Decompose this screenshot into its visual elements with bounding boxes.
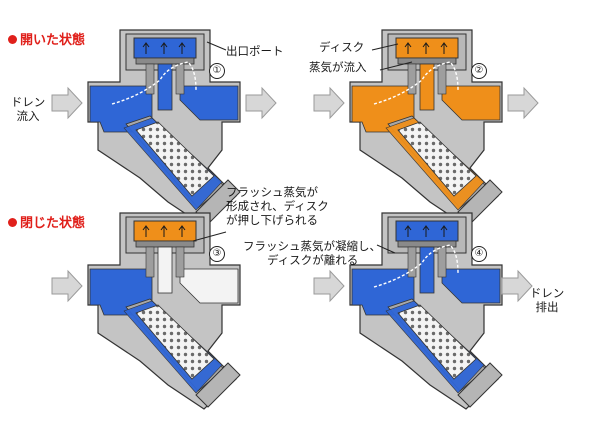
steam-inflow-leader: [379, 61, 413, 71]
strainer-screen: [397, 304, 477, 380]
outflow-arrow-4: [501, 269, 533, 303]
inflow-arrow-1: [51, 86, 83, 120]
panel-number-2: ②: [471, 63, 487, 79]
state-title-closed: 閉じた状態: [8, 212, 85, 231]
strainer-screen: [135, 304, 215, 380]
disc: [135, 240, 195, 248]
drain-discharge-label: ドレン排出: [529, 286, 565, 314]
valve-panel-2: [349, 29, 503, 227]
outflow-arrow-2: [507, 86, 539, 120]
flash-formed-leader: [192, 231, 227, 242]
drain-inflow-label: ドレン流入: [10, 95, 46, 123]
inflow-arrow-3: [51, 269, 83, 303]
outlet-port-leader: [206, 41, 227, 51]
flash-condensed-label: フラッシュ蒸気が凝縮し、 ディスクが離れる: [243, 239, 381, 267]
state-title-open: 開いた状態: [8, 29, 85, 48]
panel-number-4: ④: [471, 246, 487, 262]
valve-panel-1: [87, 29, 241, 227]
inflow-arrow-2: [313, 86, 345, 120]
red-bullet-icon: [8, 35, 17, 44]
flash-formed-label: フラッシュ蒸気が 形成され、ディスク が押し下げられる: [226, 185, 329, 227]
outlet-port-label: 出口ポート: [226, 44, 284, 58]
disc-leader: [371, 43, 399, 51]
panel-number-1: ①: [209, 63, 225, 79]
inflow-arrow-4: [313, 269, 345, 303]
strainer-screen: [135, 121, 215, 197]
steam-inflow-label: 蒸気が流入: [309, 60, 367, 74]
valve-panel-3: [87, 212, 241, 410]
red-bullet-icon: [8, 218, 17, 227]
flash-condensed-leader: [376, 244, 396, 254]
panel-number-3: ③: [209, 246, 225, 262]
valve-panel-4: [349, 212, 503, 410]
outflow-arrow-1: [245, 86, 277, 120]
disc-label: ディスク: [319, 40, 365, 54]
strainer-screen: [397, 121, 477, 197]
